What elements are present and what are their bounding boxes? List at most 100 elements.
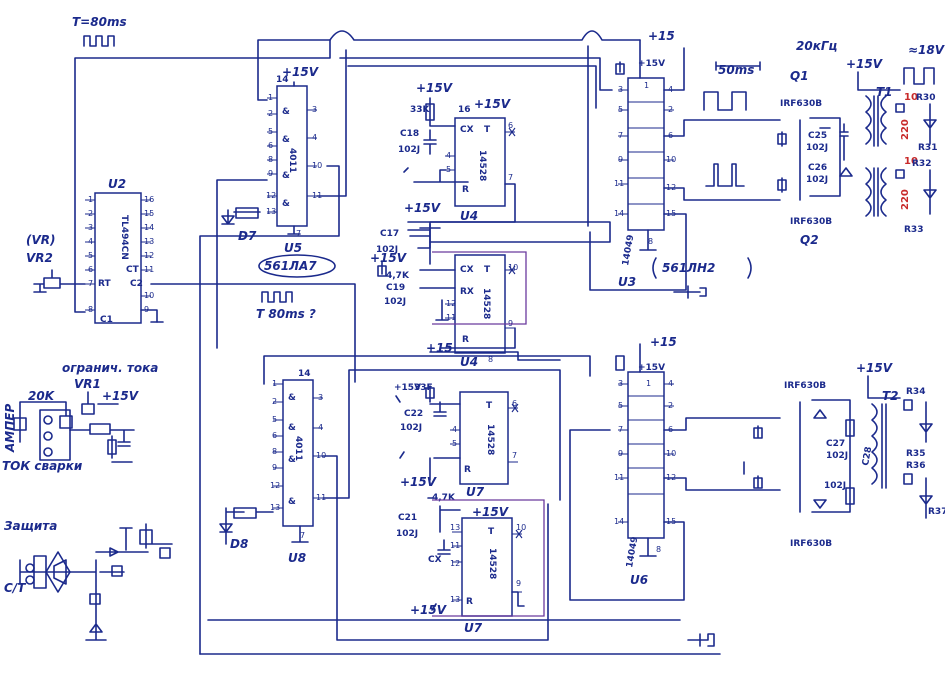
- svg-text:+15V: +15V: [102, 389, 140, 403]
- svg-text:R31: R31: [918, 143, 937, 153]
- svg-text:T: T: [484, 265, 491, 275]
- svg-text:+15V: +15V: [416, 81, 454, 95]
- svg-text:огранич. тока: огранич. тока: [62, 361, 158, 375]
- svg-text:+15V: +15V: [394, 383, 421, 393]
- svg-text:102J: 102J: [806, 175, 828, 185]
- svg-text:+15V: +15V: [404, 201, 442, 215]
- svg-text:T: T: [484, 125, 491, 135]
- svg-text:&: &: [282, 199, 290, 209]
- svg-text:VR2: VR2: [26, 251, 53, 265]
- svg-text:R: R: [466, 597, 473, 607]
- svg-text:R34: R34: [906, 387, 925, 397]
- pulse-50ms: 50ms: [703, 61, 761, 187]
- chip-u2: U2 TL494CN 1 2 3 4 5 6 7 8 16 15 14 13 1…: [85, 177, 164, 325]
- svg-text:4011: 4011: [287, 148, 297, 173]
- svg-text:R: R: [464, 465, 471, 475]
- svg-text:+15V: +15V: [638, 363, 665, 373]
- svg-text:+15V: +15V: [472, 505, 510, 519]
- svg-text:14049: 14049: [621, 234, 636, 267]
- rc-u4-mid: C17 102J +15V 4,7K C19 102J: [370, 223, 456, 321]
- svg-text:14528: 14528: [487, 548, 497, 579]
- svg-text:R33: R33: [904, 225, 923, 235]
- svg-text:&: &: [282, 107, 290, 117]
- svg-text:33K: 33K: [410, 105, 431, 115]
- svg-text:8: 8: [488, 355, 493, 364]
- svg-text:CX: CX: [460, 265, 474, 275]
- svg-text:10: 10: [516, 523, 526, 532]
- svg-text:R: R: [462, 185, 469, 195]
- output-stage-bottom: IRF630B +15V IRF630B C27 102J 102J C28 T…: [743, 361, 945, 549]
- svg-text:C26: C26: [808, 163, 827, 173]
- u2-part: TL494CN: [119, 215, 129, 260]
- svg-text:13: 13: [450, 523, 460, 532]
- output-stage-top: 20кГц Q1 IRF630B +15V +15V C25 102J C26 …: [777, 39, 945, 247]
- svg-text:1: 1: [644, 81, 649, 90]
- svg-text:C17: C17: [380, 229, 399, 239]
- u3-pin-labels: 3 5 7 9 11 14 4 2 6 10 12 15 1 8: [614, 81, 676, 246]
- chip-u3: +15 +15V 3 5 7 9 11 14 4 2 6 10 12 15 1 …: [614, 29, 676, 289]
- svg-text:&: &: [288, 455, 296, 465]
- svg-text:IRF630B: IRF630B: [790, 539, 832, 549]
- svg-text:102J: 102J: [824, 481, 846, 491]
- svg-text:U4: U4: [460, 209, 478, 223]
- svg-text:102J: 102J: [826, 451, 848, 461]
- svg-text:10: 10: [904, 92, 918, 103]
- chip-u4-top: +15V 16 CX T 14528 R 6 7 4 5 U4: [445, 97, 516, 223]
- svg-text:7: 7: [512, 451, 517, 460]
- svg-text:9: 9: [516, 579, 521, 588]
- svg-text:U3: U3: [618, 275, 636, 289]
- protection-block: Защита C/T: [4, 519, 173, 641]
- svg-text:1: 1: [646, 379, 651, 388]
- svg-text:561ЛА7: 561ЛА7: [264, 259, 317, 273]
- svg-text:IRF630B: IRF630B: [780, 99, 822, 109]
- svg-text:102J: 102J: [396, 529, 418, 539]
- svg-text:102J: 102J: [384, 297, 406, 307]
- svg-text:D8: D8: [230, 537, 248, 551]
- rc-u4-top: +15V 33K C18 102J +15V: [398, 81, 469, 215]
- svg-text:220: 220: [900, 119, 911, 140]
- svg-text:АМПЕР: АМПЕР: [3, 404, 17, 453]
- current-limit-block: огранич. тока VR1 +15V 20K АМПЕР ТОК сва…: [2, 361, 158, 473]
- svg-text:+15V: +15V: [638, 59, 665, 69]
- svg-text:+15: +15: [650, 335, 677, 349]
- chip-u6: +15 +15V 3 5 7 9 11 14 4 2 6 10 12 15 1 …: [614, 335, 677, 587]
- svg-text:C21: C21: [398, 513, 417, 523]
- svg-text:+15V: +15V: [846, 57, 884, 71]
- svg-text:R37: R37: [928, 507, 945, 517]
- svg-text:4011: 4011: [293, 436, 303, 461]
- rc-u7-bottom: 4,7K C21 102J +15V: [396, 493, 525, 617]
- svg-text:10: 10: [508, 263, 518, 272]
- period-waveform-top: T=80ms: [72, 15, 127, 47]
- chip-u7-top: T 14528 R 6 7 4 5 U7: [450, 391, 519, 499]
- svg-text:T: T: [488, 527, 495, 537]
- svg-text:R36: R36: [906, 461, 925, 471]
- svg-text:20K: 20K: [28, 389, 56, 403]
- svg-text:IRF630B: IRF630B: [784, 381, 826, 391]
- svg-text:R30: R30: [916, 93, 935, 103]
- u6-pin-labels: 3 5 7 9 11 14 4 2 6 10 12 15 1 8: [614, 379, 676, 554]
- svg-text:R32: R32: [912, 159, 931, 169]
- svg-text:ТОК сварки: ТОК сварки: [2, 459, 83, 473]
- svg-text:+15V: +15V: [282, 65, 320, 79]
- svg-text:T2: T2: [882, 389, 899, 403]
- svg-text:≈18V: ≈18V: [908, 43, 945, 57]
- svg-text:R35: R35: [906, 449, 925, 459]
- u2-name: U2: [108, 177, 126, 191]
- svg-text:16: 16: [458, 105, 471, 115]
- svg-text:U5: U5: [284, 241, 302, 255]
- svg-text:IRF630B: IRF630B: [790, 217, 832, 227]
- svg-text:VR1: VR1: [74, 377, 101, 391]
- svg-text:102J: 102J: [806, 143, 828, 153]
- svg-text:C22: C22: [404, 409, 423, 419]
- svg-text:102J: 102J: [400, 423, 422, 433]
- svg-text:C27: C27: [826, 439, 845, 449]
- svg-text:CX: CX: [460, 125, 474, 135]
- svg-text:C/T: C/T: [4, 581, 26, 595]
- svg-text:U7: U7: [466, 485, 485, 499]
- chip-u7-bottom: T 14528 R 10 9 13 11 12 13 U7 +15V CX: [428, 505, 526, 635]
- svg-text:6: 6: [512, 399, 517, 408]
- svg-text:14528: 14528: [481, 288, 491, 319]
- u2-left-pins: 1 2 3 4 5 6 7 8: [88, 195, 93, 314]
- svg-text:7: 7: [508, 173, 513, 182]
